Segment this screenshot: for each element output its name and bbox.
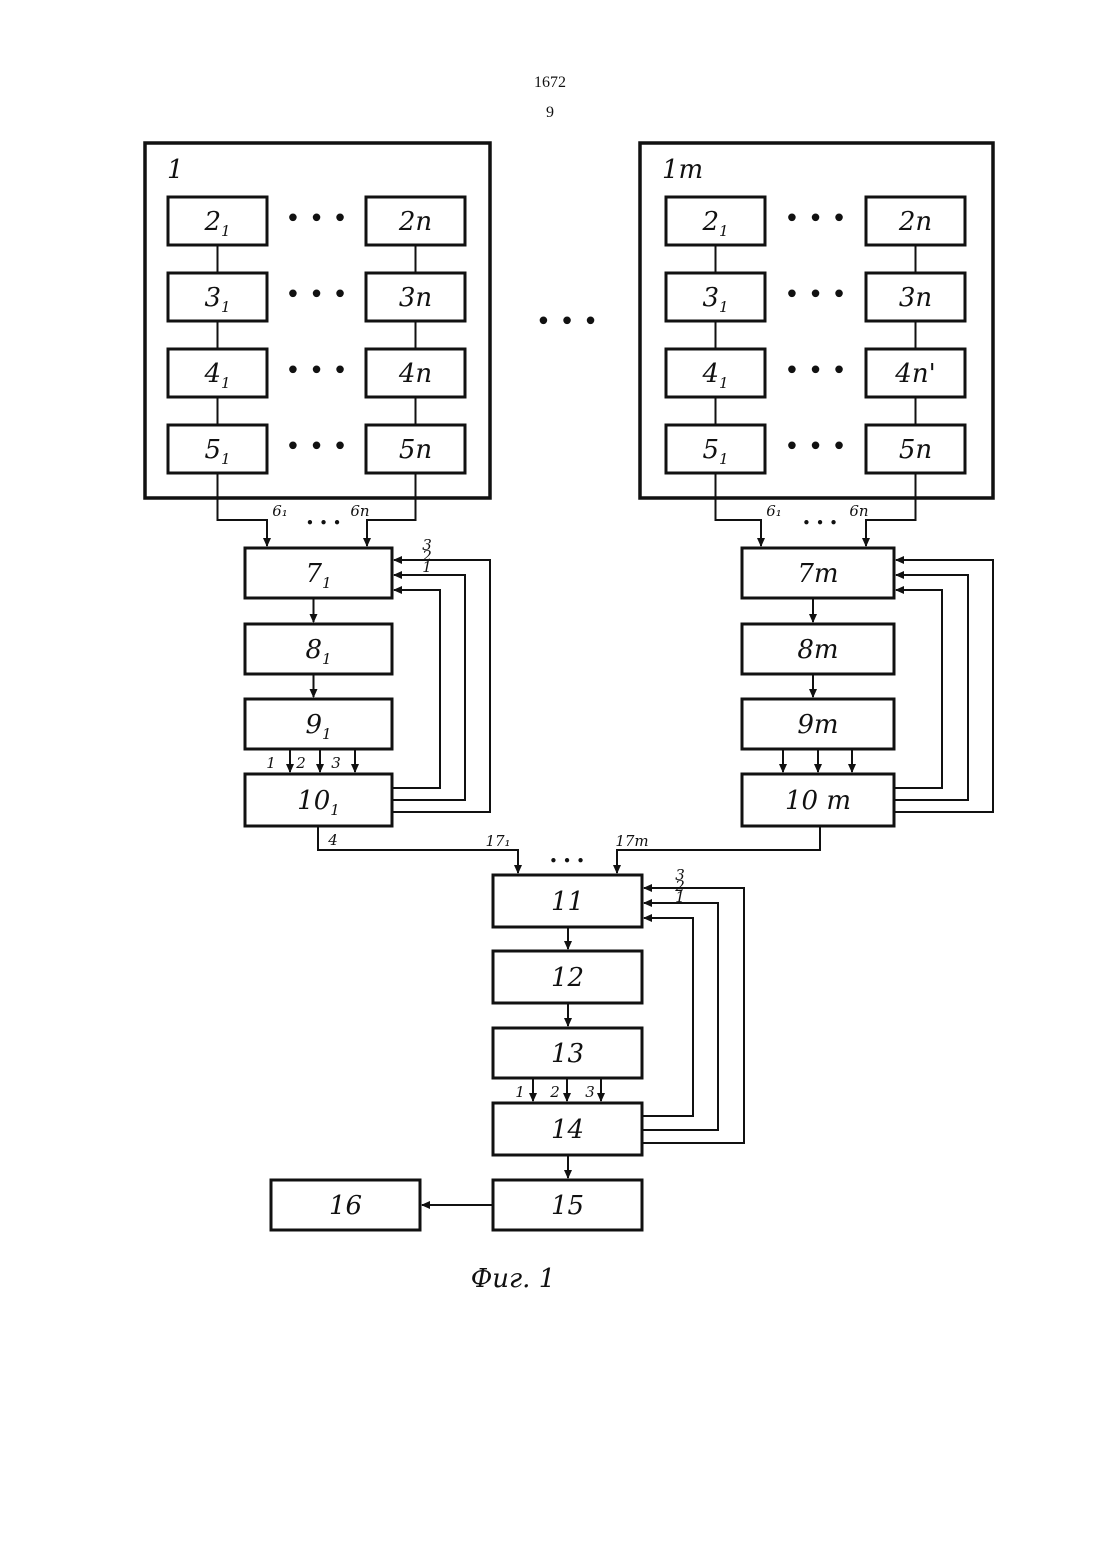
group-2-bus-left-label: 6₁ <box>766 502 782 520</box>
groups-ellipsis: • • • <box>536 307 599 337</box>
group-2-bus-right <box>866 473 916 546</box>
group-2-row4-ellipsis: • • • <box>784 432 847 462</box>
group-1-frame-label: 1 <box>167 155 184 185</box>
group-1-feedback-1 <box>392 590 440 788</box>
center-fb-port-3: 1 <box>675 888 685 906</box>
group-1-bus-right-label: 6n <box>350 502 369 520</box>
group-1-fb-port-3: 1 <box>422 558 432 576</box>
group-2-bus-ellipsis: • • • <box>802 514 838 532</box>
center-block-14-label: 14 <box>551 1115 584 1145</box>
group-1-out-port-3: 3 <box>331 754 341 772</box>
group-2-chain-block-4-label: 10 m <box>785 786 851 816</box>
block-15-label: 15 <box>551 1191 584 1221</box>
group-2-row1-ellipsis: • • • <box>784 204 847 234</box>
center-feedback-2 <box>642 903 718 1130</box>
group-1-bus-ellipsis: • • • <box>305 514 341 532</box>
group-1-output-port: 4 <box>327 831 338 849</box>
center-block-11-label: 11 <box>551 887 584 917</box>
block-16-label: 16 <box>329 1191 362 1221</box>
center-out-port-1: 1 <box>515 1083 525 1101</box>
group-2-feedback-1 <box>894 590 942 788</box>
group-2-frame-label: 1m <box>662 155 703 185</box>
figure-caption: Фиг. 1 <box>471 1264 556 1294</box>
group-1-bus-left-label: 6₁ <box>272 502 288 520</box>
group-1-row3-ellipsis: • • • <box>285 356 348 386</box>
center-out-port-2: 2 <box>549 1083 560 1101</box>
center-out-port-3: 3 <box>585 1083 595 1101</box>
input-17-m-label: 17m <box>615 832 648 850</box>
group-2-row3-right-block-label: 4n' <box>894 359 935 389</box>
group-1-out-port-2: 2 <box>295 754 306 772</box>
group-1-row2-right-block-label: 3n <box>399 283 432 313</box>
center-input-ellipsis: • • • <box>549 852 585 870</box>
group-1-row2-ellipsis: • • • <box>285 280 348 310</box>
center-feedback-1 <box>642 918 693 1116</box>
group-1-row4-ellipsis: • • • <box>285 432 348 462</box>
group-2-row1-right-block-label: 2n <box>898 207 932 237</box>
group-2-row3-ellipsis: • • • <box>784 356 847 386</box>
group-1-feedback-2 <box>392 575 465 800</box>
group-1-out-port-1: 1 <box>266 754 276 772</box>
group-1-row1-right-block-label: 2n <box>398 207 432 237</box>
group-1-row3-right-block-label: 4n <box>398 359 432 389</box>
group-1-row4-right-block-label: 5n <box>399 435 432 465</box>
group-2-row4-right-block-label: 5n <box>899 435 932 465</box>
group-1-bus-left <box>218 473 268 546</box>
group-2-bus-right-label: 6n <box>849 502 868 520</box>
group-2-feedback-3 <box>894 560 993 812</box>
group-2-row2-ellipsis: • • • <box>784 280 847 310</box>
group-2-row2-right-block-label: 3n <box>899 283 932 313</box>
center-block-12-label: 12 <box>551 963 584 993</box>
group-2-chain-block-3-label: 9m <box>797 710 838 740</box>
group-2-chain-block-2-label: 8m <box>797 635 838 665</box>
group-2-bus-left <box>716 473 762 546</box>
group-2-chain-block-1-label: 7m <box>797 559 838 589</box>
input-17-1-label: 17₁ <box>485 832 510 850</box>
group-1-bus-right <box>367 473 416 546</box>
group-2-feedback-2 <box>894 575 968 800</box>
group-1-row1-ellipsis: • • • <box>285 204 348 234</box>
center-block-13-label: 13 <box>551 1039 584 1069</box>
